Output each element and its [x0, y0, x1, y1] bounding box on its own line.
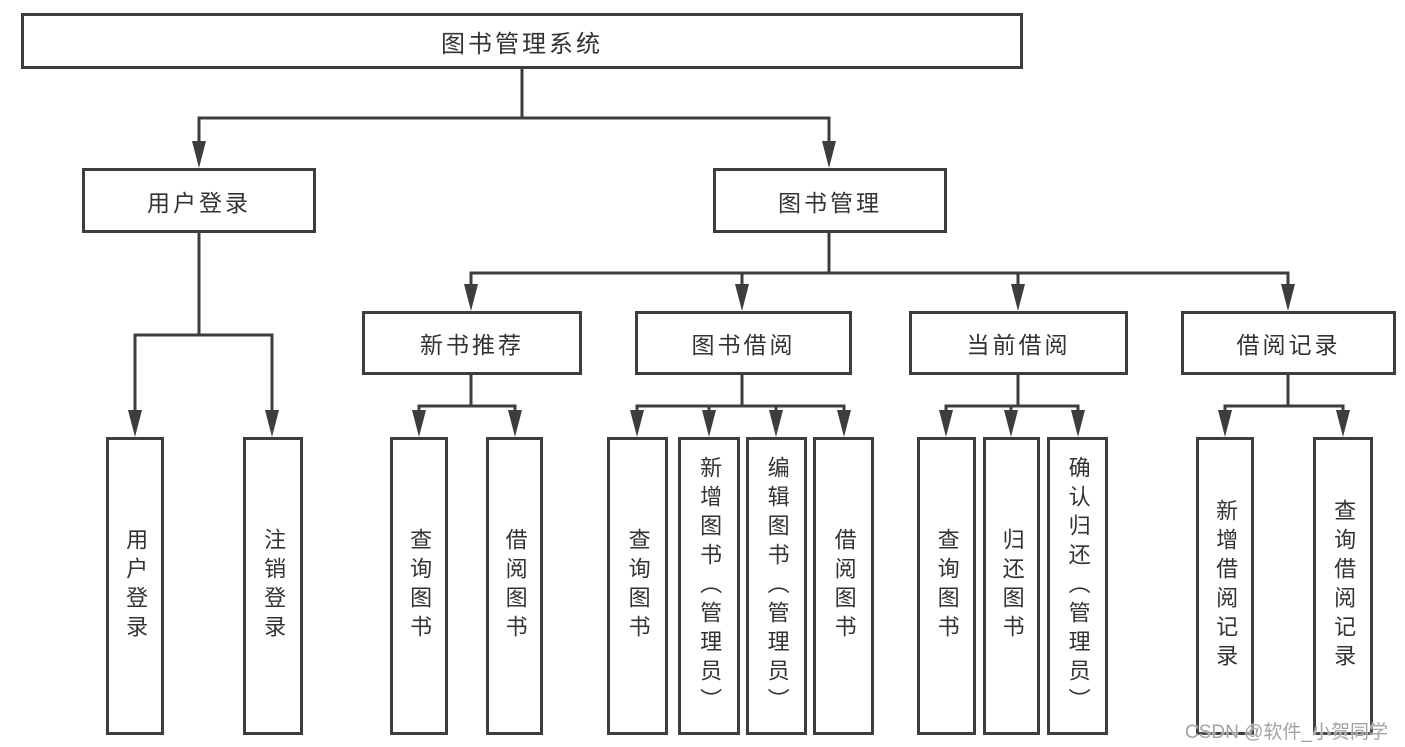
node-label: 借阅记录: [1236, 332, 1341, 358]
node-book-management-module: 图书管理: [713, 168, 947, 233]
leaf-edit-book-admin: 编辑图书（管理员）: [746, 437, 807, 735]
node-label: 归还图书: [999, 528, 1025, 644]
node-borrowing-records: 借阅记录: [1181, 311, 1396, 375]
node-label: 借阅图书: [502, 528, 528, 644]
node-label: 当前借阅: [966, 332, 1071, 358]
node-new-book-recommend: 新书推荐: [362, 311, 582, 375]
leaf-add-borrow-record: 新增借阅记录: [1196, 437, 1254, 735]
node-current-borrowing: 当前借阅: [909, 311, 1128, 375]
node-book-borrowing: 图书借阅: [635, 311, 852, 375]
node-label: 编辑图书（管理员）: [764, 455, 790, 717]
node-label: 新增图书（管理员）: [697, 455, 723, 717]
leaf-borrow-books-2: 借阅图书: [813, 437, 874, 735]
node-system-root: 图书管理系统: [21, 13, 1023, 69]
node-label: 查询图书: [407, 528, 433, 644]
leaf-query-borrow-record: 查询借阅记录: [1313, 437, 1373, 735]
node-label: 查询图书: [934, 528, 960, 644]
node-label: 图书管理: [778, 189, 882, 216]
node-label: 借阅图书: [831, 528, 857, 644]
node-user-login-module: 用户登录: [82, 168, 316, 233]
csdn-watermark: CSDN @软件_小贺同学: [1185, 722, 1388, 743]
leaf-confirm-return-admin: 确认归还（管理员）: [1047, 437, 1108, 735]
leaf-query-books-3: 查询图书: [917, 437, 976, 735]
node-label: 用户登录: [123, 528, 149, 644]
leaf-query-books-2: 查询图书: [607, 437, 668, 735]
node-label: 用户登录: [147, 189, 251, 216]
leaf-user-login: 用户登录: [106, 437, 164, 735]
node-label: 新书推荐: [420, 332, 524, 358]
node-label: 查询借阅记录: [1331, 499, 1357, 673]
node-label: 新增借阅记录: [1213, 499, 1239, 673]
leaf-query-books-1: 查询图书: [390, 437, 448, 735]
leaf-return-book: 归还图书: [983, 437, 1040, 735]
node-label: 查询图书: [625, 528, 651, 644]
node-label: 图书借阅: [691, 332, 796, 358]
leaf-add-book-admin: 新增图书（管理员）: [678, 437, 740, 735]
leaf-logout: 注销登录: [243, 437, 303, 735]
node-label: 确认归还（管理员）: [1065, 455, 1091, 717]
node-label: 图书管理系统: [441, 30, 603, 58]
leaf-borrow-books-1: 借阅图书: [486, 437, 543, 735]
node-label: 注销登录: [261, 528, 287, 644]
